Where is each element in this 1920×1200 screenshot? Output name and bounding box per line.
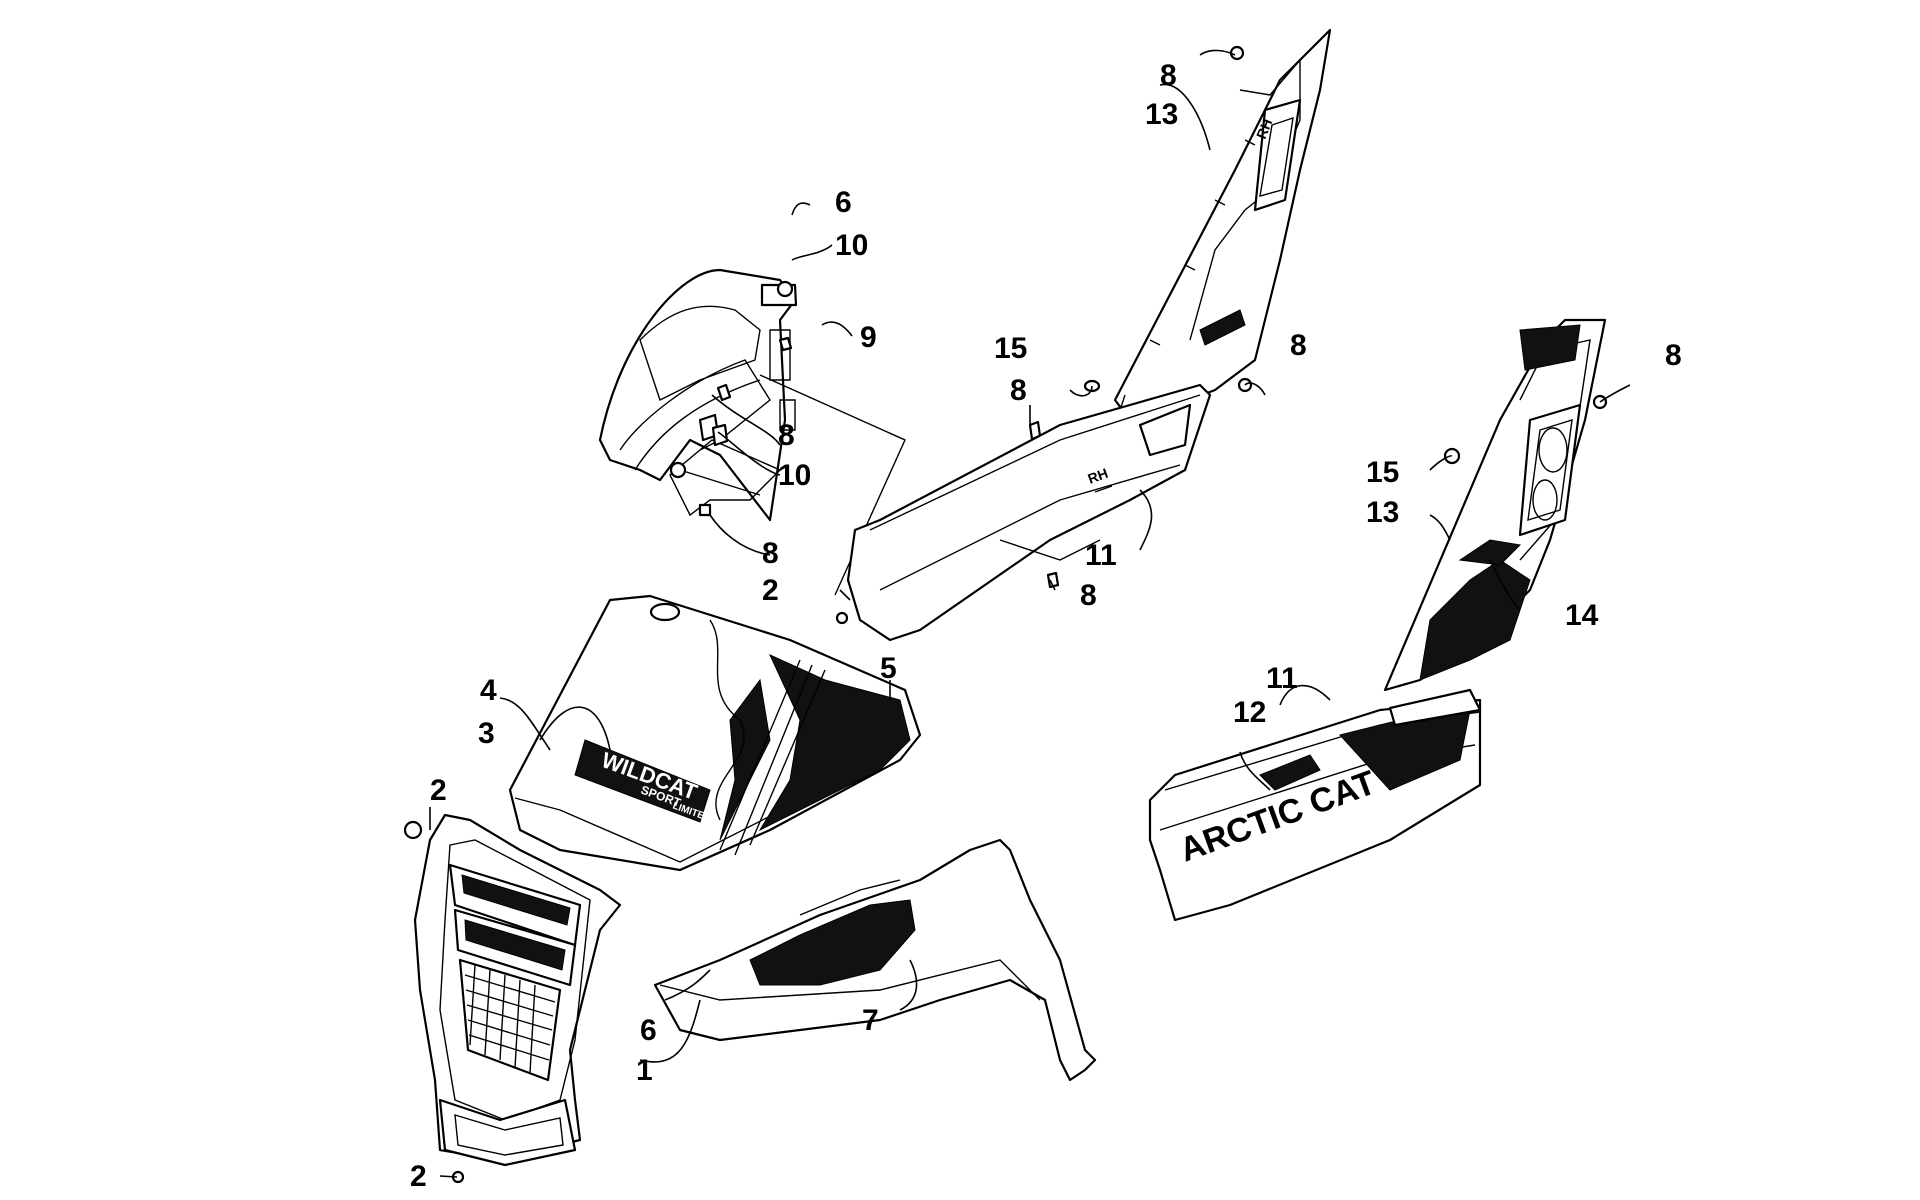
callout-2: 2 [410,1160,427,1193]
callout-5: 5 [880,652,897,685]
callout-4: 4 [480,674,497,707]
callout-10: 10 [835,229,868,262]
callout-8: 8 [1665,339,1682,372]
callout-15: 15 [994,332,1027,365]
front-fender [653,838,1097,1082]
callout-7: 7 [862,1004,879,1037]
callout-6: 6 [640,1014,657,1047]
rh-lower-rail: RH [846,383,1212,642]
hardware [403,45,1608,1184]
callout-8: 8 [1080,579,1097,612]
dash-side-panel [598,268,798,522]
callout-8: 8 [778,419,795,452]
callout-15: 15 [1366,456,1399,489]
callout-1: 1 [636,1054,653,1087]
lh-upright-panel [1383,318,1607,692]
callout-10: 10 [778,459,811,492]
callout-8: 8 [1290,329,1307,362]
callout-8: 8 [1010,374,1027,407]
front-grille [413,813,622,1167]
callout-8: 8 [762,537,779,570]
upright-panel-mark: RH [1253,116,1275,141]
callout-6: 6 [835,186,852,219]
callout-11: 11 [1085,539,1117,572]
callout-11: 11 [1266,662,1298,695]
callout-13: 13 [1145,98,1178,131]
lh-lower-panel: ARCTIC CAT [1148,688,1482,922]
callout-2: 2 [762,574,779,607]
callout-14: 14 [1565,599,1599,632]
leader-lines [429,49,1631,1178]
callout-12: 12 [1233,696,1266,729]
callout-2: 2 [430,774,447,807]
hood: WILDCAT SPORT LIMITED [508,594,922,872]
callout-13: 13 [1366,496,1399,529]
callout-8: 8 [1160,59,1177,92]
rail-mark: RH [1086,465,1110,487]
callout-numbers: 1 2 2 2 3 4 5 6 6 7 8 8 8 8 8 8 8 9 10 1… [410,59,1682,1193]
callout-3: 3 [478,717,495,750]
callout-9: 9 [860,321,877,354]
